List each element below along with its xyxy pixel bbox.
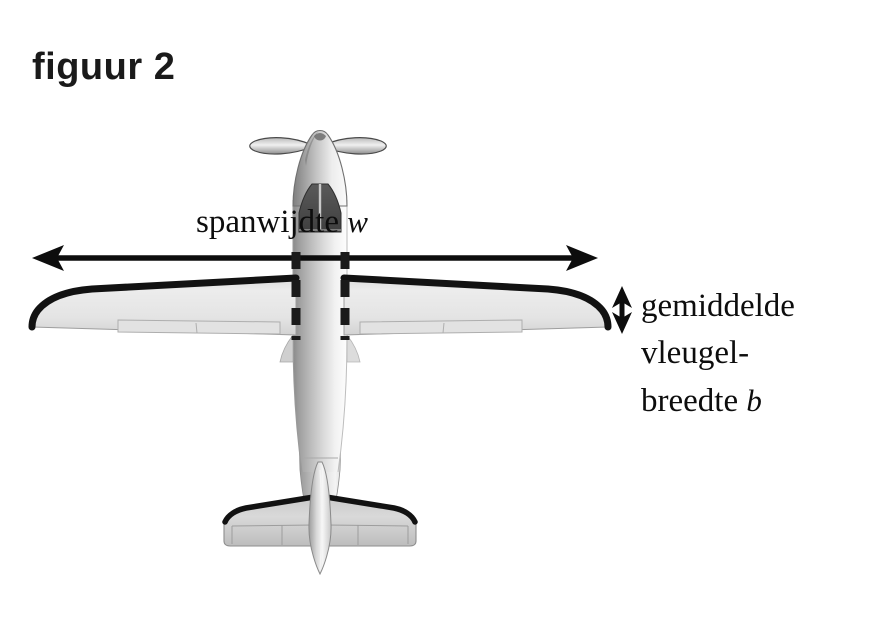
spanwijdte-label: spanwijdte w (196, 206, 368, 239)
gemiddelde-vleugelbreedte-arrow (612, 286, 632, 334)
left-wing (28, 274, 300, 336)
fuselage (292, 196, 348, 525)
gemiddelde-vleugelbreedte-label: gemiddelde vleugel- breedte b (641, 283, 795, 425)
horizontal-stabilizer (222, 494, 418, 547)
propeller (249, 137, 387, 155)
right-wing (340, 274, 612, 336)
cockpit-canopy (298, 183, 342, 233)
figure-title: figuur 2 (32, 46, 176, 88)
chord-symbol: b (746, 383, 762, 418)
chord-label-line-3: breedte b (641, 377, 795, 425)
spanwijdte-label-text: spanwijdte (196, 204, 339, 240)
wing-root-chord-dashed-markers (291, 252, 350, 340)
spanwijdte-arrow (32, 245, 598, 271)
vertical-fin (308, 461, 332, 576)
chord-label-line-2: vleugel- (641, 335, 750, 371)
chord-label-line-1: gemiddelde (641, 288, 795, 324)
nose-cone (292, 129, 348, 207)
spanwijdte-symbol: w (347, 204, 368, 239)
chord-label-line-3-text: breedte (641, 383, 739, 419)
